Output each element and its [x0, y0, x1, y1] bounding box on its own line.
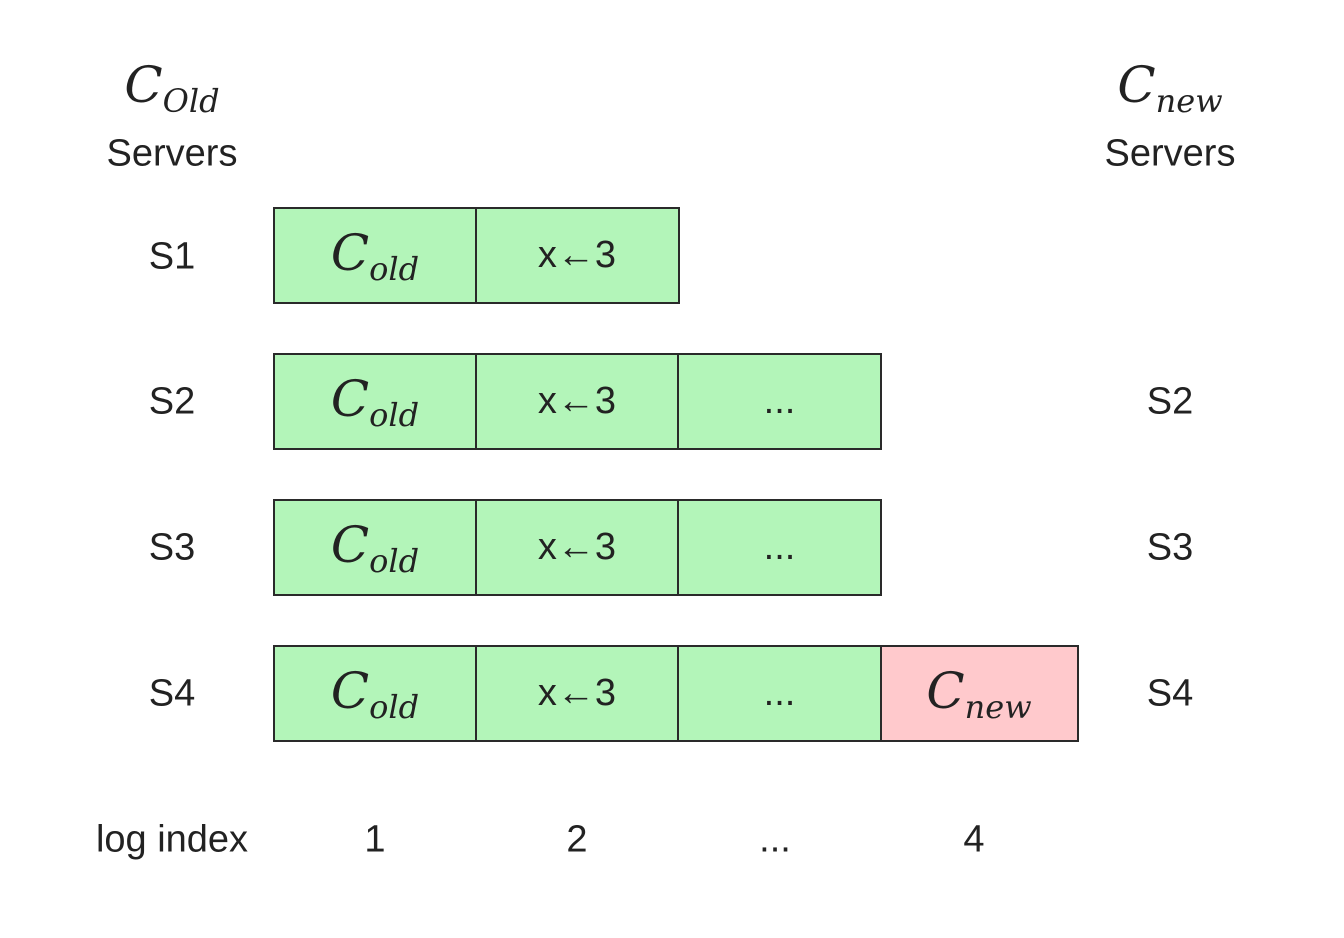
- log-index-value: 2: [566, 818, 588, 861]
- new-servers-label: Servers: [1104, 132, 1236, 175]
- log-entry-ellipsis: ...: [677, 499, 882, 596]
- log-entry-config-new: Cnew: [879, 645, 1079, 742]
- log-row: Cold x←3: [273, 207, 680, 304]
- new-server-name: S4: [1146, 672, 1194, 715]
- log-entry-command: x←3: [474, 645, 680, 742]
- log-entry-command: x←3: [474, 353, 680, 450]
- log-row: Cold x←3 ... Cnew: [273, 645, 1079, 742]
- log-index-value: ...: [759, 818, 791, 861]
- c-old-header: COld: [124, 56, 220, 120]
- old-servers-label: Servers: [106, 132, 238, 175]
- log-entry-ellipsis: ...: [677, 645, 882, 742]
- log-entry-command: x←3: [474, 499, 680, 596]
- log-index-value: 1: [364, 818, 386, 861]
- old-server-name: S2: [148, 380, 196, 423]
- new-server-name: S3: [1146, 526, 1194, 569]
- c-new-header: Cnew: [1117, 56, 1223, 120]
- log-row: Cold x←3 ...: [273, 499, 882, 596]
- log-entry-config-old: Cold: [273, 645, 477, 742]
- log-entry-config-old: Cold: [273, 207, 477, 304]
- new-server-name: S2: [1146, 380, 1194, 423]
- log-entry-config-old: Cold: [273, 353, 477, 450]
- log-row: Cold x←3 ...: [273, 353, 882, 450]
- old-server-name: S1: [148, 235, 196, 278]
- log-index-value: 4: [963, 818, 985, 861]
- log-entry-command: x←3: [474, 207, 680, 304]
- log-entry-config-old: Cold: [273, 499, 477, 596]
- old-server-name: S3: [148, 526, 196, 569]
- log-index-label: log index: [95, 818, 249, 861]
- log-entry-ellipsis: ...: [677, 353, 882, 450]
- old-server-name: S4: [148, 672, 196, 715]
